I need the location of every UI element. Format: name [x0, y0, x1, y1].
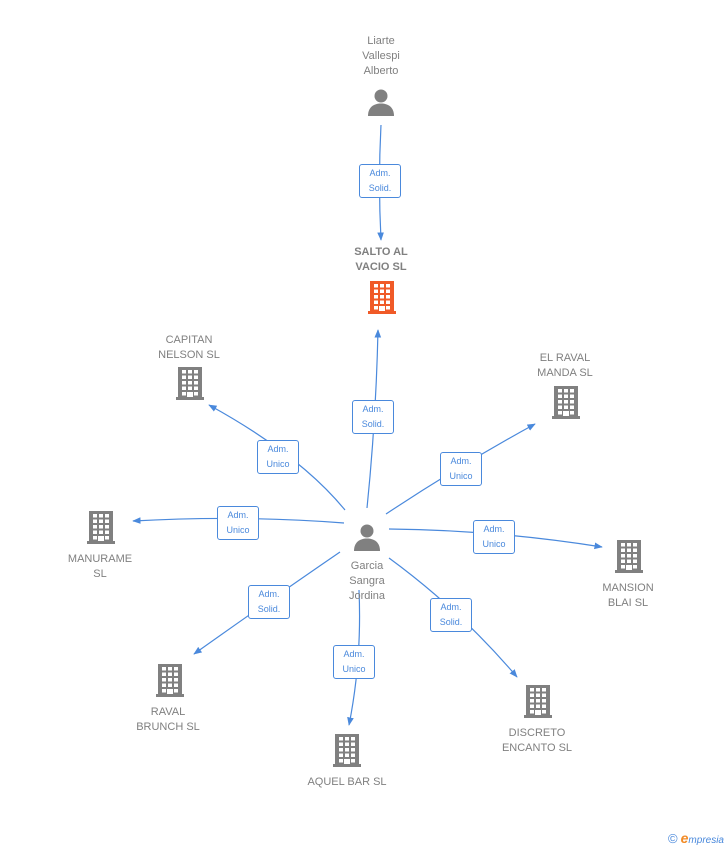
- edge-label-discreto[interactable]: Adm. Solid.: [430, 598, 472, 632]
- brand-initial: e: [680, 830, 689, 846]
- building-icon[interactable]: [155, 663, 185, 702]
- edge-label-raval-manda[interactable]: Adm. Unico: [440, 452, 482, 486]
- node-label-mansion[interactable]: MANSION BLAI SL: [602, 582, 654, 609]
- node-label-discreto[interactable]: DISCRETO ENCANTO SL: [501, 727, 573, 754]
- edge-label-capitan[interactable]: Adm. Unico: [257, 440, 299, 474]
- building-icon[interactable]: [367, 280, 397, 319]
- building-icon[interactable]: [551, 385, 581, 424]
- person-icon[interactable]: [366, 87, 396, 122]
- footer-brand: ©empresia: [668, 830, 724, 846]
- node-label-manurame[interactable]: MANURAME SL: [67, 553, 133, 580]
- node-label-salto[interactable]: SALTO AL VACIO SL: [354, 246, 408, 273]
- building-icon[interactable]: [614, 539, 644, 578]
- node-label-garcia[interactable]: Garcia Sangra Jordina: [348, 560, 386, 602]
- node-label-liarte[interactable]: Liarte Vallespi Alberto: [362, 35, 400, 77]
- edge-label-raval-brunch[interactable]: Adm. Solid.: [248, 585, 290, 619]
- edge-label-salto[interactable]: Adm. Solid.: [359, 164, 401, 198]
- building-icon[interactable]: [175, 366, 205, 405]
- node-label-capitan[interactable]: CAPITAN NELSON SL: [158, 334, 220, 361]
- building-icon[interactable]: [332, 733, 362, 772]
- edge-label-mansion[interactable]: Adm. Unico: [473, 520, 515, 554]
- node-label-raval-brunch[interactable]: RAVAL BRUNCH SL: [136, 706, 200, 733]
- building-icon[interactable]: [86, 510, 116, 549]
- building-icon[interactable]: [523, 684, 553, 723]
- edge-label-manurame[interactable]: Adm. Unico: [217, 506, 259, 540]
- brand-name: mpresia: [688, 835, 724, 846]
- person-icon[interactable]: [352, 522, 382, 557]
- edge-label-salto[interactable]: Adm. Solid.: [352, 400, 394, 434]
- node-label-aquel[interactable]: AQUEL BAR SL: [307, 776, 387, 788]
- edge-label-aquel[interactable]: Adm. Unico: [333, 645, 375, 679]
- copyright-symbol: ©: [668, 831, 678, 846]
- node-label-raval-manda[interactable]: EL RAVAL MANDA SL: [537, 352, 593, 379]
